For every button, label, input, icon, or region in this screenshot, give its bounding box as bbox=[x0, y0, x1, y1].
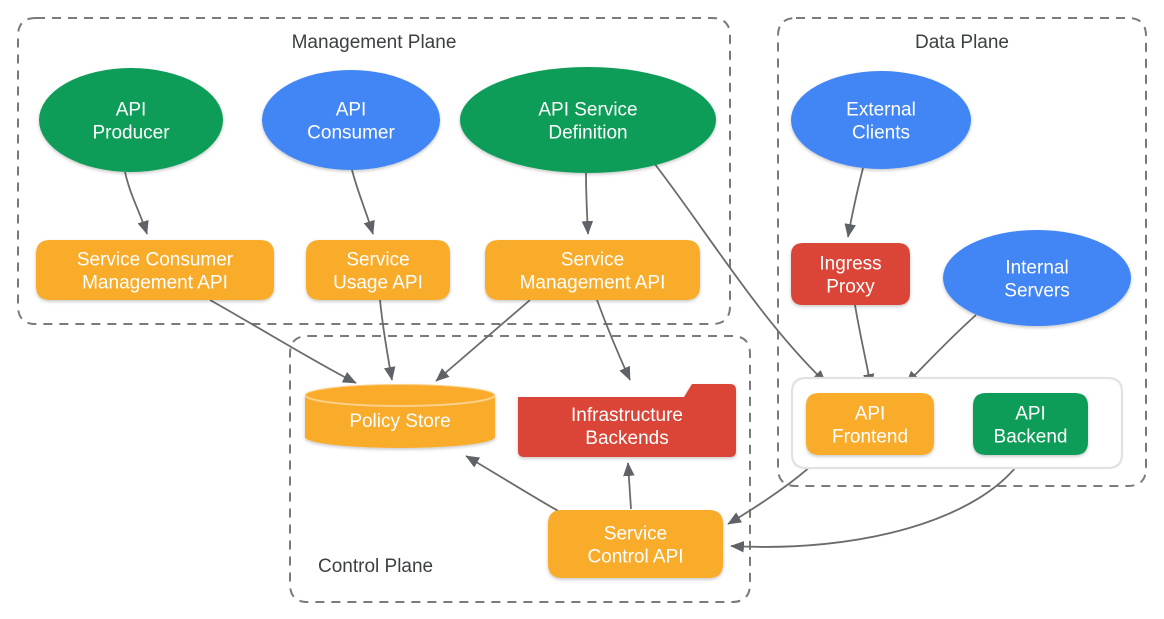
node-policy-store[interactable]: Policy Store bbox=[304, 383, 496, 448]
api-service-definition-label-line-1: Definition bbox=[548, 123, 627, 144]
management-plane-title: Management Plane bbox=[292, 32, 457, 53]
data-plane: Data Plane bbox=[777, 17, 1147, 487]
service-usage-api-label-line-0: Service bbox=[346, 250, 409, 271]
api-frontend-rect[interactable] bbox=[806, 393, 934, 455]
service-control-api-rect[interactable] bbox=[548, 510, 723, 578]
service-management-api-label-line-0: Service bbox=[561, 250, 624, 271]
control-plane-border bbox=[289, 335, 751, 603]
infrastructure-backends-label-line-0: Infrastructure bbox=[571, 405, 683, 426]
service-consumer-management-api-label-line-1: Management API bbox=[82, 273, 228, 294]
edge-usage-to-policy bbox=[379, 299, 396, 381]
api-producer-ellipse[interactable] bbox=[39, 68, 223, 172]
edge-definition-to-sma bbox=[581, 172, 594, 235]
api-frontend-label-line-0: API bbox=[855, 404, 886, 425]
edges-layer bbox=[124, 162, 1023, 553]
api-service-definition-ellipse[interactable] bbox=[460, 67, 716, 173]
edge-sma-to-infra bbox=[596, 299, 631, 381]
edge-control-to-infra bbox=[623, 462, 635, 510]
service-control-api-label-line-1: Control API bbox=[587, 547, 683, 568]
service-management-api-label-line-1: Management API bbox=[520, 273, 666, 294]
service-consumer-management-api-label-line-0: Service Consumer bbox=[77, 250, 234, 271]
external-clients-ellipse[interactable] bbox=[791, 71, 971, 169]
edge-clients-to-ingress bbox=[844, 167, 864, 238]
policy-store-top bbox=[304, 383, 496, 407]
infrastructure-backends-folder[interactable] bbox=[518, 384, 736, 457]
edge-producer-to-scm bbox=[124, 171, 149, 235]
edge-control-to-policy bbox=[465, 455, 561, 513]
api-backend-label-line-1: Backend bbox=[994, 427, 1068, 448]
edge-scm-to-policy bbox=[209, 299, 357, 384]
service-usage-api-label-line-1: Usage API bbox=[333, 273, 423, 294]
api-frontend-label-line-1: Frontend bbox=[832, 427, 908, 448]
edge-definition-to-frontend bbox=[653, 162, 827, 384]
policy-store-label: Policy Store bbox=[349, 411, 450, 432]
management-plane: Management Plane bbox=[17, 17, 731, 325]
edge-ingress-to-frontend bbox=[854, 304, 875, 388]
ingress-proxy-label-line-0: Ingress bbox=[819, 254, 881, 275]
data-plane-title: Data Plane bbox=[915, 32, 1009, 53]
internal-servers-ellipse[interactable] bbox=[943, 230, 1131, 326]
edge-sma-to-policy bbox=[435, 299, 531, 382]
api-producer-label-line-1: Producer bbox=[92, 123, 170, 144]
external-clients-label-line-1: Clients bbox=[852, 123, 910, 144]
data-plane-border bbox=[777, 17, 1147, 487]
api-consumer-label-line-1: Consumer bbox=[307, 123, 395, 144]
api-consumer-label-line-0: API bbox=[336, 100, 367, 121]
service-management-api-rect[interactable] bbox=[485, 240, 700, 300]
internal-servers-label-line-1: Servers bbox=[1004, 281, 1069, 302]
api-backend-rect[interactable] bbox=[973, 393, 1088, 455]
api-consumer-ellipse[interactable] bbox=[262, 70, 440, 170]
service-usage-api-rect[interactable] bbox=[306, 240, 450, 300]
edge-internal-to-frontend bbox=[905, 314, 977, 385]
policy-store-label-line-0: Policy Store bbox=[349, 411, 450, 432]
control-plane-title: Control Plane bbox=[318, 556, 433, 577]
internal-servers-label-line-0: Internal bbox=[1005, 258, 1068, 279]
api-producer-label-line-0: API bbox=[116, 100, 147, 121]
edge-consumer-to-usage bbox=[351, 169, 375, 235]
external-clients-label-line-0: External bbox=[846, 100, 916, 121]
infrastructure-backends-label-line-1: Backends bbox=[585, 428, 668, 449]
api-service-definition-label-line-0: API Service bbox=[538, 100, 637, 121]
control-plane: Control Plane bbox=[289, 335, 751, 603]
ingress-proxy-rect[interactable] bbox=[791, 243, 910, 305]
api-backend-label-line-0: API bbox=[1015, 404, 1046, 425]
management-plane-border bbox=[17, 17, 731, 325]
ingress-proxy-label-line-1: Proxy bbox=[826, 277, 875, 298]
service-consumer-management-api-rect[interactable] bbox=[36, 240, 274, 300]
edge-backend-to-control bbox=[730, 458, 1023, 553]
service-control-api-label-line-0: Service bbox=[604, 524, 667, 545]
